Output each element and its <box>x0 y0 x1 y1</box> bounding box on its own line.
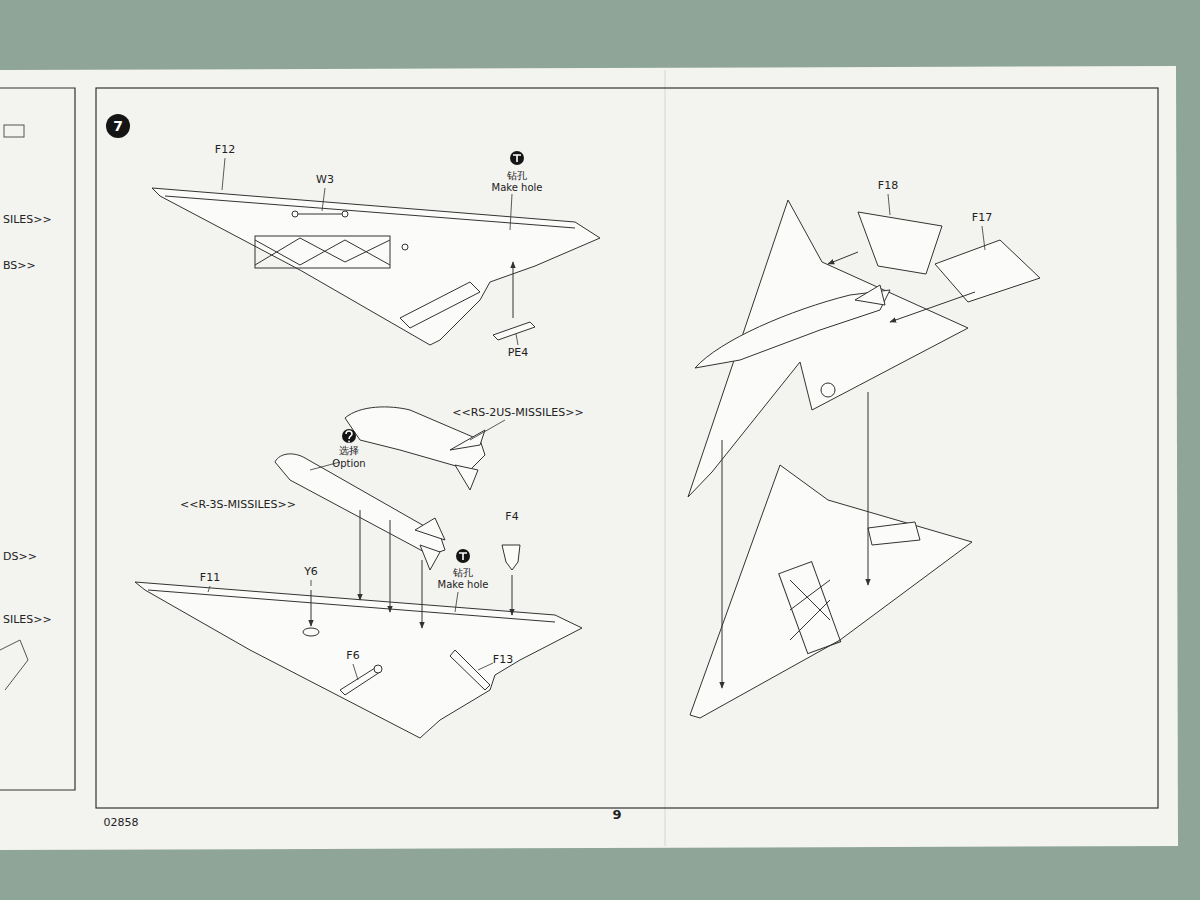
wing-f12 <box>152 188 600 345</box>
partial-figure <box>0 640 28 690</box>
lattice-detail <box>790 580 830 640</box>
lattice-frame <box>255 236 390 268</box>
pin <box>374 665 382 673</box>
part-number: F12 <box>215 144 235 156</box>
note-text: Make hole <box>492 182 543 193</box>
assembly-arrows <box>311 252 975 688</box>
part-f4 <box>502 545 520 570</box>
paper-sheet <box>0 66 1178 850</box>
step-number: 7 <box>106 114 130 138</box>
panel-line <box>165 196 575 228</box>
part-number: Y6 <box>304 566 318 578</box>
cut-off-text: SILES>> <box>3 614 52 626</box>
assembly-arrow <box>722 440 723 688</box>
option-icon <box>342 429 356 443</box>
missile-fin <box>855 285 885 305</box>
kit-number: 02858 <box>104 817 139 829</box>
page-border <box>0 88 75 790</box>
part-f17 <box>935 240 1040 302</box>
note-text: 钻孔 <box>453 567 473 578</box>
part-f18 <box>858 212 942 274</box>
mounted-missile <box>695 290 890 368</box>
part-y6 <box>303 628 319 636</box>
page-fold <box>664 70 666 846</box>
missile-fin <box>455 465 478 490</box>
assembly-arrow <box>890 292 975 322</box>
part-w3 <box>295 214 345 215</box>
part-pe4 <box>493 322 535 340</box>
pin <box>342 211 348 217</box>
assembly-arrow <box>828 252 858 264</box>
assembly-arrow <box>360 510 361 600</box>
note-text: Option <box>332 458 365 469</box>
note-text: Make hole <box>438 579 489 590</box>
hole-plate <box>868 522 920 545</box>
lower-wing-assembly <box>690 465 972 718</box>
assembly-arrow <box>311 590 312 626</box>
missile-label: <<R-3S-MISSILES>> <box>180 499 296 511</box>
part-number: F4 <box>505 511 518 523</box>
drill-icon <box>456 549 470 563</box>
part-number: F11 <box>200 572 220 584</box>
panel-line <box>148 590 555 622</box>
part-f13 <box>450 650 490 690</box>
part-number: F17 <box>972 212 992 224</box>
assembly-arrow <box>390 520 391 612</box>
missile-fin <box>415 518 445 540</box>
part-number: W3 <box>316 174 334 186</box>
part-number: F13 <box>493 654 513 666</box>
wing-f11 <box>135 582 582 738</box>
part-number: F18 <box>878 180 898 192</box>
drill-icon <box>510 151 524 165</box>
lattice-detail <box>255 238 390 265</box>
part-number: F6 <box>346 650 359 662</box>
upper-wing-assembly <box>688 200 968 497</box>
cut-off-text: DS>> <box>3 551 37 563</box>
missile-label: <<RS-2US-MISSILES>> <box>452 407 583 419</box>
step-number-text: 7 <box>113 118 123 134</box>
lattice-frame <box>779 562 841 654</box>
page-border <box>96 88 1158 808</box>
wing-parts <box>135 188 1040 738</box>
note-text: 钻孔 <box>507 170 527 181</box>
part-f6 <box>340 668 380 695</box>
cut-off-text: SILES>> <box>3 214 52 226</box>
missile-fin <box>450 430 485 450</box>
hole <box>402 244 408 250</box>
assembly-arrow <box>868 392 869 585</box>
missile-fin <box>420 545 440 570</box>
pin <box>292 211 298 217</box>
detail-icon <box>4 125 24 137</box>
leader-lines <box>208 158 985 680</box>
page-number: 9 <box>612 808 621 822</box>
assembly-arrow <box>513 262 514 318</box>
note-text: 选择 <box>339 445 359 456</box>
assembly-arrow <box>422 560 423 628</box>
hole-plate <box>400 282 480 328</box>
assembly-arrow <box>512 575 513 615</box>
part-y6 <box>821 383 835 397</box>
cut-off-text: BS>> <box>3 260 36 272</box>
part-number: PE4 <box>508 347 529 359</box>
